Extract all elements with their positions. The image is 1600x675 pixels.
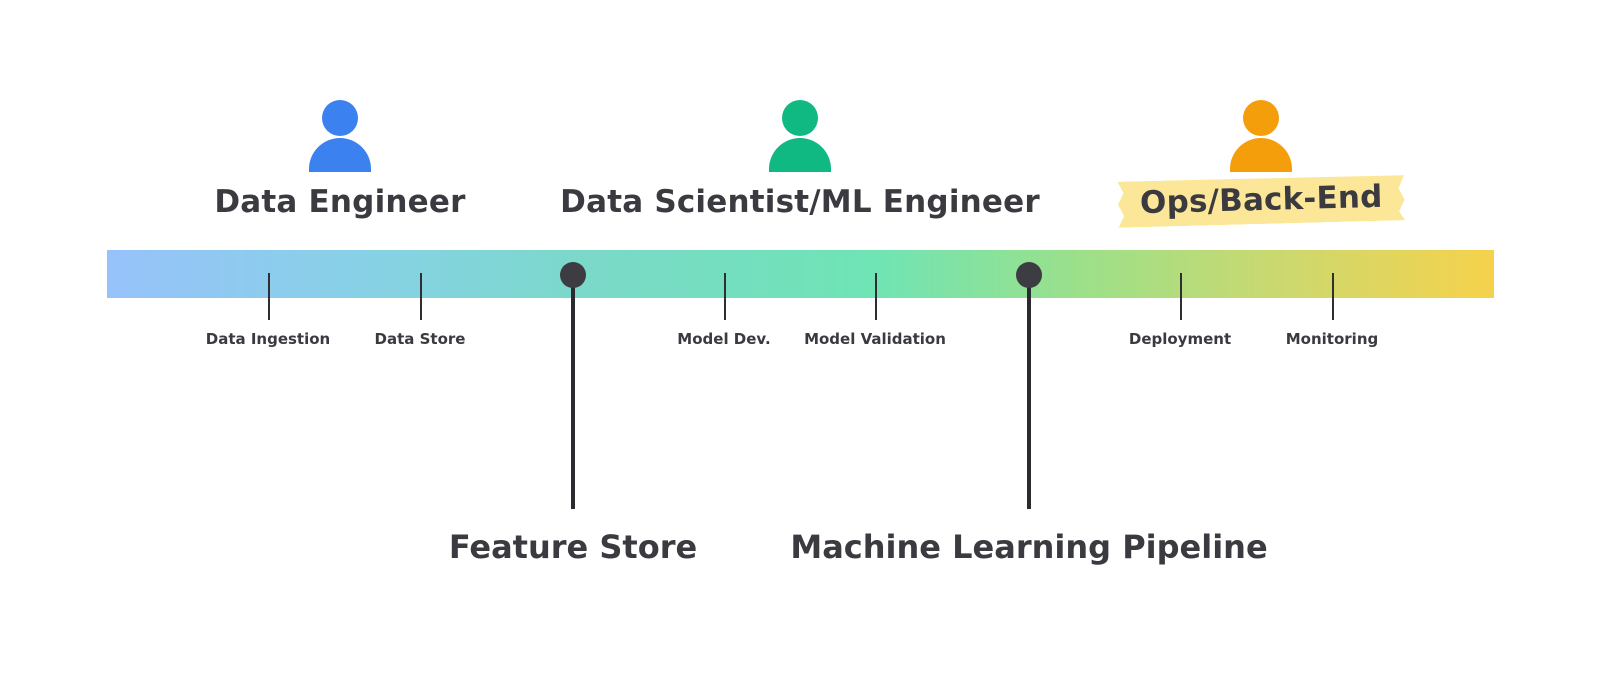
stage-label: Data Ingestion <box>205 330 331 348</box>
stage-tick <box>875 273 877 320</box>
stage-label: Data Store <box>374 330 466 348</box>
highlight-tape: Ops/Back-End <box>1117 174 1405 227</box>
stage-label: Deployment <box>1128 330 1232 348</box>
role-title: Data Scientist/ML Engineer <box>560 184 1040 220</box>
stage-label: Model Dev. <box>677 330 771 348</box>
stage-label: Model Validation <box>804 330 946 348</box>
stage-tick <box>724 273 726 320</box>
role-data-scientist: Data Scientist/ML Engineer <box>540 100 1060 220</box>
person-icon <box>309 100 371 172</box>
role-data-engineer: Data Engineer <box>80 100 600 220</box>
role-ops-backend: Ops/Back-End <box>1001 100 1521 224</box>
person-icon <box>1230 100 1292 172</box>
milestone-label: Feature Store <box>448 528 698 566</box>
stage-label: Monitoring <box>1285 330 1379 348</box>
milestone-label: Machine Learning Pipeline <box>790 528 1268 566</box>
stage-tick <box>1332 273 1334 320</box>
milestone-dot <box>1016 262 1042 288</box>
stage-tick <box>1180 273 1182 320</box>
milestone-line <box>1027 275 1031 509</box>
stage-tick <box>268 273 270 320</box>
stage-tick <box>420 273 422 320</box>
person-icon <box>769 100 831 172</box>
milestone-dot <box>560 262 586 288</box>
milestone-line <box>571 275 575 509</box>
role-title: Data Engineer <box>214 184 466 220</box>
timeline-bar <box>107 250 1494 298</box>
